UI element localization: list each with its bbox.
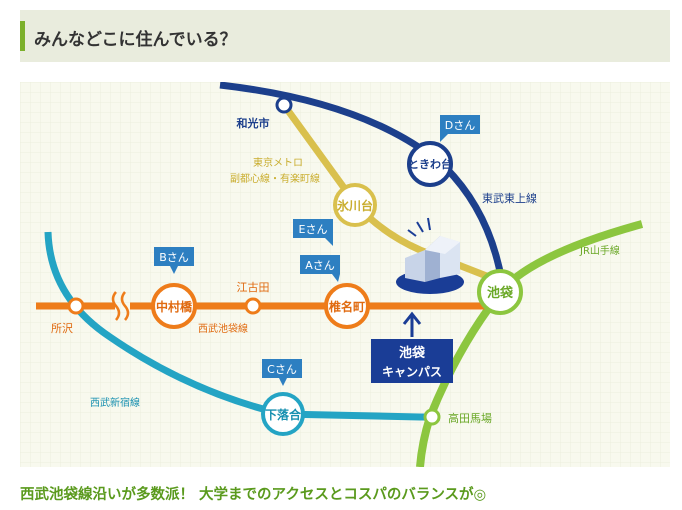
svg-text:Aさん: Aさん bbox=[305, 259, 335, 272]
label-shimoochiai: 下落合 bbox=[265, 407, 302, 422]
jr-yamanote-line bbox=[416, 220, 644, 467]
svg-text:キャンパス: キャンパス bbox=[382, 365, 442, 379]
label-hikawadai: 氷川台 bbox=[336, 198, 373, 213]
section-header: みんなどこに住んでいる？ bbox=[20, 10, 670, 62]
tag-e: Eさん bbox=[293, 219, 333, 246]
svg-text:Cさん: Cさん bbox=[267, 363, 297, 376]
label-shiinamachi: 椎名町 bbox=[328, 299, 365, 314]
station-shiinamachi bbox=[324, 283, 370, 329]
station-tokorozawa-dot bbox=[67, 297, 85, 315]
svg-text:池袋: 池袋 bbox=[399, 345, 426, 361]
label-nakamurabashi: 中村橋 bbox=[156, 299, 193, 314]
station-takadanobaba-dot bbox=[423, 408, 441, 426]
campus-label: 池袋 キャンパス bbox=[371, 339, 453, 383]
station-shimoochiai bbox=[261, 392, 305, 436]
label-tobu-tojo: 東武東上線 bbox=[482, 191, 537, 205]
tag-b: Bさん bbox=[154, 247, 194, 274]
label-ikebukuro: 池袋 bbox=[487, 285, 514, 301]
header-accent-bar bbox=[20, 21, 25, 51]
campus-building-icon bbox=[396, 217, 464, 294]
station-egota-dot bbox=[244, 297, 262, 315]
label-takadanobaba: 高田馬場 bbox=[448, 411, 492, 425]
station-tokiwadai bbox=[407, 141, 453, 187]
station-hikawadai bbox=[333, 183, 377, 227]
label-tokiwadai: ときわ台 bbox=[408, 157, 452, 171]
label-egota: 江古田 bbox=[237, 281, 270, 294]
line-break-mark bbox=[111, 291, 121, 321]
label-seibu-ikebukuro: 西武池袋線 bbox=[198, 322, 248, 335]
svg-text:Eさん: Eさん bbox=[299, 223, 328, 236]
station-nakamurabashi bbox=[151, 283, 197, 329]
section-title: みんなどこに住んでいる？ bbox=[34, 30, 237, 50]
label-jr-yamanote: JR山手線 bbox=[579, 244, 620, 257]
label-tokyo-metro: 東京メトロ bbox=[253, 156, 303, 169]
label-fukutoshin: 副都心線・有楽町線 bbox=[230, 172, 320, 185]
arrow-up-icon bbox=[402, 311, 422, 337]
label-tokorozawa: 所沢 bbox=[51, 321, 73, 335]
route-map: ときわ台 氷川台 池袋 中村橋 椎名町 下落合 和光市 所沢 江古田 高田馬場 … bbox=[20, 82, 670, 467]
tag-d: Dさん bbox=[440, 115, 480, 142]
caption-text: 西武池袋線沿いが多数派！ 大学までのアクセスとコスパのバランスが◎ bbox=[20, 487, 487, 503]
seibu-shinjuku-line bbox=[44, 231, 440, 421]
tag-a: Aさん bbox=[300, 255, 340, 282]
svg-text:Bさん: Bさん bbox=[159, 251, 189, 264]
label-seibu-shinjuku: 西武新宿線 bbox=[90, 396, 140, 409]
tag-c: Cさん bbox=[262, 359, 302, 386]
station-ikebukuro bbox=[477, 269, 523, 315]
label-wakoshi: 和光市 bbox=[237, 116, 270, 130]
station-wakoshi-dot bbox=[275, 96, 293, 114]
svg-text:Dさん: Dさん bbox=[445, 119, 475, 132]
